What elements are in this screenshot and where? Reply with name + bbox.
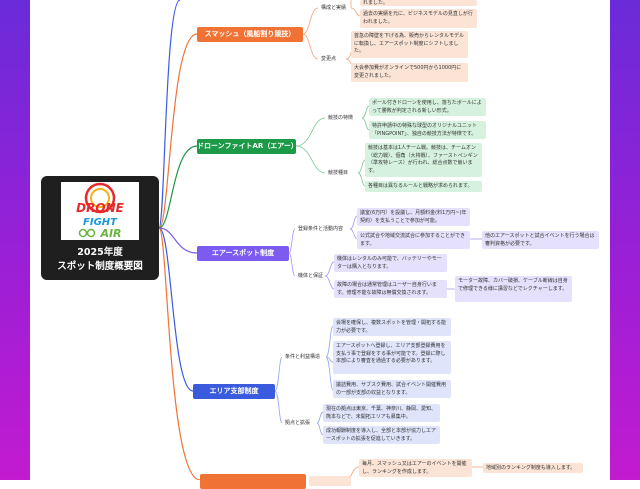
fightair-sub-overview[interactable]: 競技種目 [328, 170, 349, 176]
bottom-note: 地域別のランキング制度も導入します。 [483, 463, 583, 473]
fightair-sub-features[interactable]: 競技の特徴 [328, 115, 354, 121]
bottom-sub[interactable] [309, 476, 351, 486]
svg-text:FIGHT: FIGHT [83, 217, 118, 228]
fightair-overview-item-2: 各種目は異なるルールと戦略が求められます。 [365, 181, 482, 192]
airspot-condition-note: 他のエアースポットと試合イベントを行う場合は審判資格が必要です。 [482, 231, 599, 249]
category-airspot[interactable]: エアースポット制度 [197, 246, 289, 261]
smash-change-item-2: 大会参加費がオンラインで500円から1000円に変更されました。 [351, 63, 468, 82]
right-gradient-border [610, 0, 640, 480]
airspot-sub-equipment[interactable]: 機体と保証 [298, 273, 324, 279]
fightair-feature-item-2: 特許申請中の特殊な球型のオリジナルユニット「PINGPOINT」、独自の競技方法… [369, 121, 486, 139]
fightair-feature-item-1: ポール付きドローンを使用し、落ちたボールによって勝敗が判定される新しい形式。 [369, 98, 486, 116]
drone-fight-air-logo: DRONE FIGHT AIR [61, 182, 139, 240]
root-title-year: 2025年度 [77, 247, 123, 258]
category-bottom[interactable] [200, 474, 306, 489]
airspot-equipment-item-2: 故障の場合は通常管理はユーザー自身行います。修理不能な故障は無償交換されます。 [334, 280, 447, 298]
category-fightair[interactable]: ドローンファイトAR（エアー） [197, 139, 298, 154]
area-status-item-1: 現在の拠点は東京、千葉、神奈川、静岡、愛知、熊本などで、未開拓エリアも募集中。 [323, 404, 440, 422]
area-sub-status[interactable]: 拠点と拡張 [285, 420, 311, 426]
svg-text:DRONE: DRONE [76, 201, 124, 215]
smash-change-item-1: 首急の障壁を下げる為、販売からレンタルモデルに転換し、エアースポット制度にシフト… [351, 31, 468, 58]
airspot-condition-item-1: 議室(6万円）を設議し、月額料金(料1万円~(年契約）を支払うことで参加が可能。 [357, 208, 470, 226]
category-area[interactable]: エリア支部制度 [193, 384, 275, 399]
root-title-main: スポット制度概要図 [57, 261, 143, 272]
area-condition-item-3: 議詰費用、サブスク費用、試合イベント開催費用の一部が支部の収益となります。 [333, 380, 451, 398]
area-status-item-2: 成功報酬制度を導入し、全部と本部が協力しエアースポットの拡張を促進していきます。 [323, 426, 440, 444]
smash-history-item-2: 過去の実績を元に、ビジネスモデルの見直しが行われました。 [360, 9, 477, 28]
airspot-sub-conditions[interactable]: 登録条件と活動内容 [298, 226, 344, 232]
root-node[interactable]: DRONE FIGHT AIR 2025年度 スポット制度概要図 [41, 176, 159, 280]
airspot-condition-item-2: 公式試合や地域交流試合に参加することができます。 [357, 231, 470, 249]
smash-sub-history[interactable]: 構成と実績 [321, 5, 347, 11]
airspot-equipment-note: モーター故障、カバー破損、ケーブル断線は自身で修理できる様に講習などでレクチャー… [455, 276, 572, 302]
area-condition-item-2: エアースポットへ登録し、エリア支部登録費用を支払う事で登録をする事が可能です。登… [333, 341, 451, 374]
category-smash[interactable]: スマッシュ（風船割り競技） [197, 27, 303, 42]
area-sub-conditions[interactable]: 条件と利益構造 [285, 354, 321, 360]
svg-text:AIR: AIR [99, 227, 121, 240]
fightair-overview-item-1: 競技は基本は1人チーム戦。競技は、チームオン（総力戦）、個角（大将戦）、ファース… [365, 143, 482, 177]
smash-history-item-1: れました。 [360, 0, 477, 6]
bottom-item: 毎月、スマッシュ又はエアーのイベントを開催し、ランキングを作成します。 [359, 459, 472, 477]
area-condition-item-1: 会場を確保し、複数スポットを管理・開拓する能力が必要です。 [333, 318, 451, 336]
airspot-equipment-item-1: 機体はレンタルのみ可能で、バッテリーやモーターは購入となります。 [334, 254, 447, 272]
left-gradient-border [0, 0, 30, 480]
smash-sub-changes[interactable]: 変更点 [321, 56, 337, 62]
